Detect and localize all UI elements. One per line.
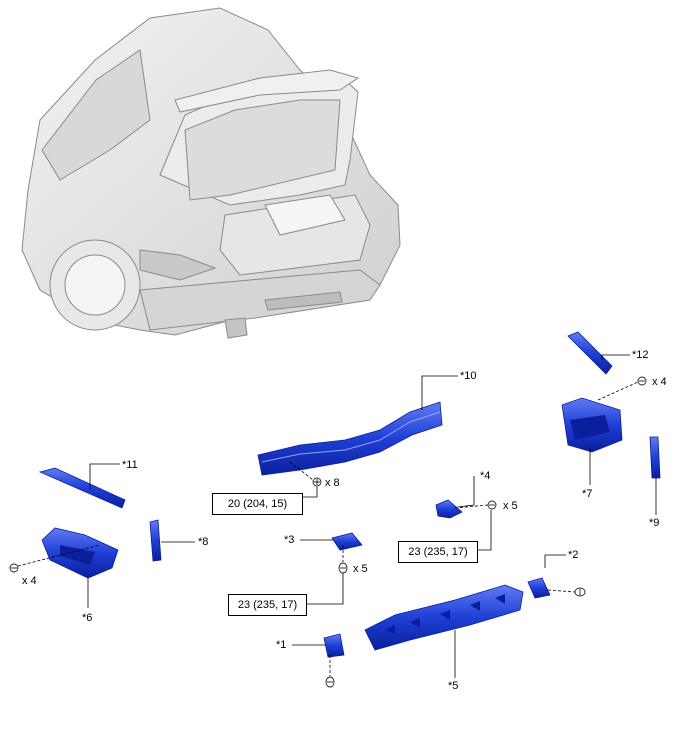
bolt-icon-p1 [325, 676, 335, 688]
quantity-label-p3: x 5 [353, 563, 368, 575]
bolt-icon-p2 [574, 587, 586, 597]
part-8-side-retainer [149, 519, 162, 562]
callout-label-8: *8 [198, 536, 209, 548]
leader-lines [17, 354, 657, 678]
part-6-bracket [41, 527, 119, 579]
part-2-clip [527, 577, 551, 599]
quantity-label-p6: x 4 [22, 575, 37, 587]
callout-label-1: *1 [276, 639, 287, 651]
torque-spec-box-p10: 20 (204, 15) [212, 493, 303, 515]
part-11-strip [38, 467, 126, 509]
torque-spec-box-p3: 23 (235, 17) [228, 594, 307, 616]
bolt-icon-p10 [312, 477, 322, 487]
bolt-icon-p3 [338, 562, 348, 574]
callout-label-10: *10 [460, 370, 477, 382]
callout-label-5: *5 [448, 680, 459, 692]
bolt-icon-p12 [637, 376, 647, 386]
callout-label-9: *9 [649, 517, 660, 529]
part-12-strip [567, 331, 613, 375]
part-1-clip [323, 633, 345, 658]
part-9-side-retainer [649, 436, 661, 479]
vehicle-rear-illustration [21, 7, 401, 339]
torque-spec-box-p4: 23 (235, 17) [398, 541, 478, 563]
callout-label-4: *4 [480, 470, 491, 482]
fasteners [9, 376, 647, 688]
callout-label-2: *2 [568, 549, 579, 561]
callout-label-3: *3 [284, 534, 295, 546]
callout-label-7: *7 [582, 488, 593, 500]
callout-label-6: *6 [82, 612, 93, 624]
quantity-label-p12: x 4 [652, 376, 667, 388]
callout-label-12: *12 [632, 349, 649, 361]
part-4-clip [435, 499, 463, 519]
bolt-icon-p4 [487, 500, 497, 510]
bolt-icon-p6 [9, 563, 19, 573]
callout-label-11: *11 [122, 459, 138, 471]
part-7-bracket [561, 397, 623, 453]
quantity-label-p10: x 8 [325, 477, 340, 489]
quantity-label-p4: x 5 [503, 500, 518, 512]
part-5-energy-absorber [364, 584, 524, 651]
part-3-clip [331, 532, 363, 551]
part-10-rear-bumper-reinforcement [257, 401, 443, 476]
